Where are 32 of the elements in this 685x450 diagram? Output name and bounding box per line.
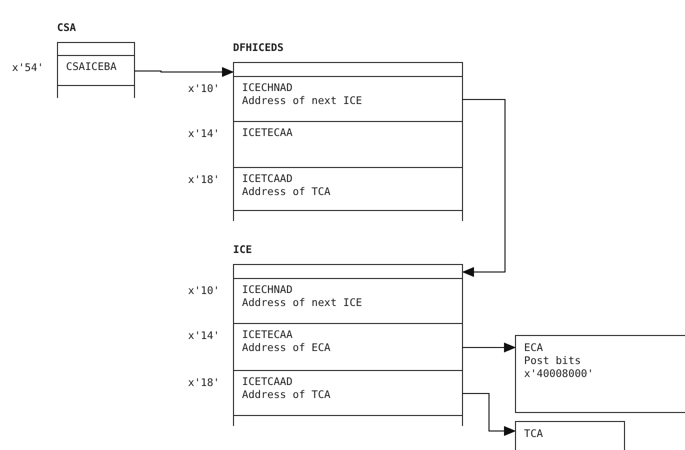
field-description: Address of next ICE [242,297,364,310]
field-name: ICETECAA [242,329,294,342]
field-description: Address of next ICE [242,95,364,108]
offset-label: x'14' [188,128,220,141]
block-name: TCA [524,428,544,441]
field-name: CSAICEBA [66,61,118,74]
field-name: ICECHNAD [242,82,294,95]
offset-label: x'10' [188,83,220,96]
arrow [462,342,516,352]
arrow [462,393,516,436]
control-block [515,421,625,450]
field-description: Address of TCA [242,389,332,402]
block-name: CSA [57,22,77,36]
offset-label: x'10' [188,285,220,298]
block-name: ECA [524,342,544,355]
offset-label: x'54' [12,62,44,75]
offset-label: x'18' [188,377,220,390]
field-description: Address of TCA [242,186,332,199]
field-name: ICECHNAD [242,284,294,297]
offset-label: x'14' [188,330,220,343]
field-name: ICETCAAD [242,376,294,389]
control-block [515,335,685,413]
block-name: DFHICEDS [233,42,285,56]
field-description: Address of ECA [242,342,332,355]
field-description: x'40008000' [524,368,595,381]
block-name: ICE [233,244,253,258]
field-name: ICETCAAD [242,173,294,186]
arrow [134,67,234,77]
field-name: ICETECAA [242,127,294,140]
offset-label: x'18' [188,174,220,187]
field-description: Post bits [524,355,582,368]
arrow [462,99,506,277]
